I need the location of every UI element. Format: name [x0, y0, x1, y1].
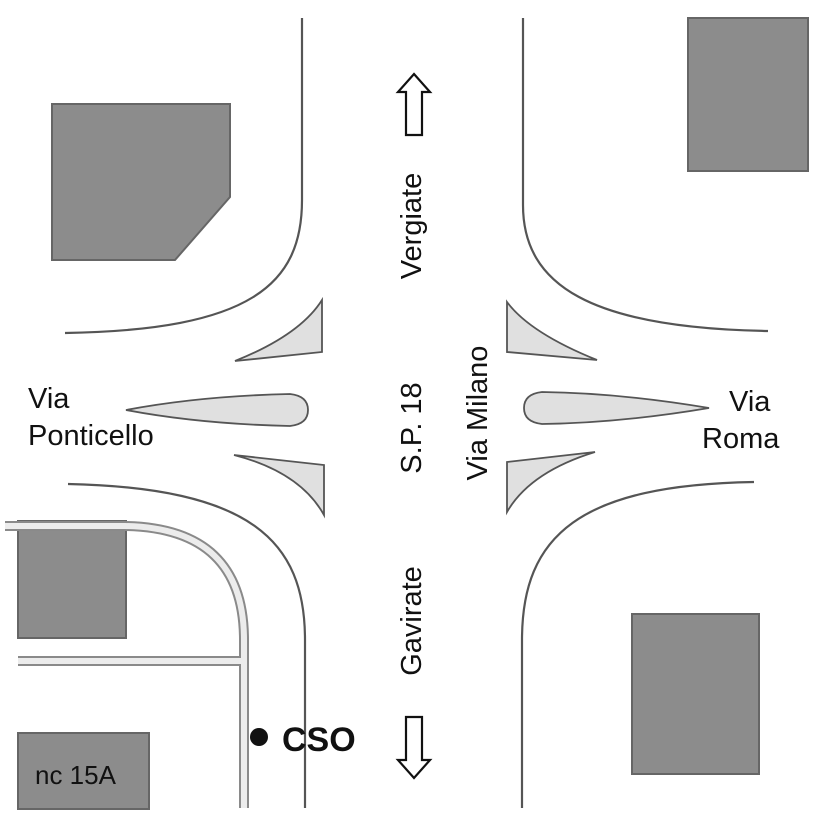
label-gavirate: Gavirate — [396, 566, 428, 676]
filled-circle-marker-icon — [250, 728, 268, 746]
label-via-ponticello-line2: Ponticello — [28, 420, 154, 452]
road-edge-southeast — [520, 480, 755, 808]
island-northwest — [234, 296, 323, 362]
label-via-roma-line2: Roma — [702, 423, 780, 455]
label-via-milano: Via Milano — [462, 346, 494, 481]
footpath — [5, 521, 249, 808]
building-southeast — [631, 613, 760, 775]
building-southwest-upper — [17, 520, 127, 639]
road-edge-southwest — [67, 482, 307, 808]
label-sp18: S.P. 18 — [396, 382, 428, 473]
road-edges — [64, 18, 769, 808]
arrow-down-outline-icon — [395, 715, 433, 780]
road-edge-northwest — [64, 18, 304, 335]
label-nc15a: nc 15A — [35, 760, 117, 790]
label-vergiate: Vergiate — [396, 173, 428, 279]
island-southeast — [506, 451, 596, 516]
label-via-ponticello-line1: Via — [28, 383, 70, 415]
label-cso: CSO — [282, 721, 356, 759]
island-southwest — [233, 454, 325, 519]
arrow-up-outline-icon — [395, 72, 433, 137]
label-via-roma-line1: Via — [729, 386, 771, 418]
building-northwest — [51, 103, 231, 261]
traffic-islands — [125, 296, 710, 519]
island-northeast — [506, 299, 598, 361]
building-northeast — [687, 17, 809, 172]
island-west — [125, 393, 309, 427]
island-east — [523, 391, 710, 425]
building-southwest-nc15a — [17, 732, 150, 810]
road-edge-northeast — [521, 18, 769, 333]
